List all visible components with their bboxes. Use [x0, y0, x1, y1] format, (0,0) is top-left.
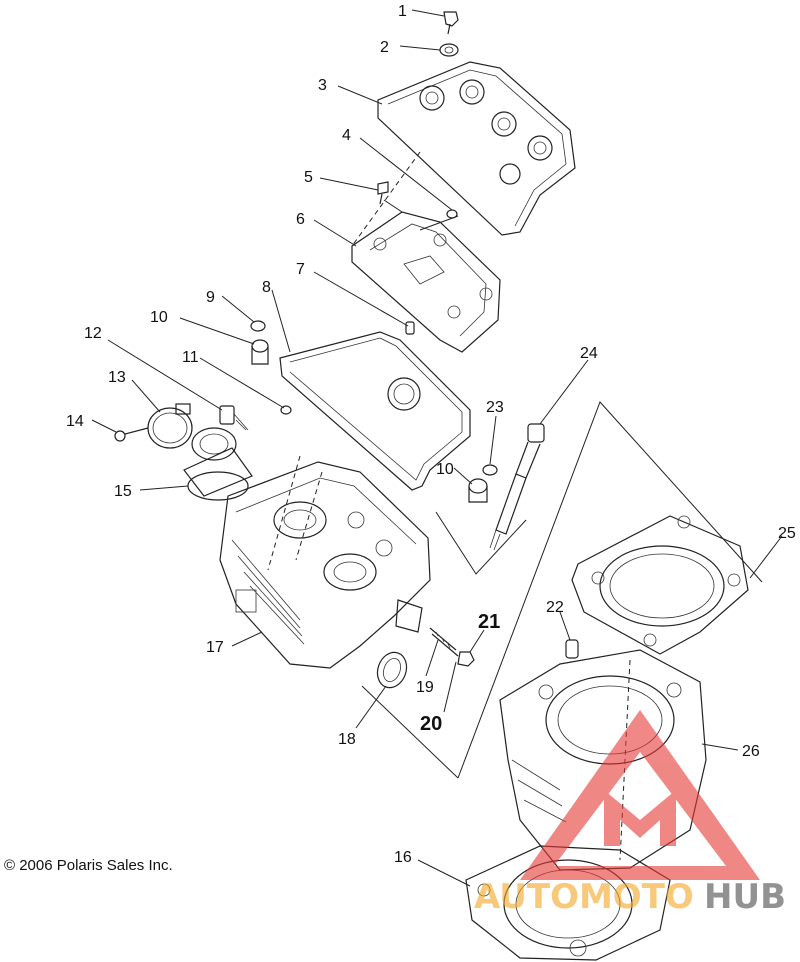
- part-15-intake-boot: [183, 427, 253, 501]
- alignment-lines: [267, 151, 763, 861]
- part-25-head-gasket: [571, 515, 749, 655]
- label-12: 12: [84, 325, 102, 342]
- leader-lines: [91, 9, 783, 887]
- label-26: 26: [742, 743, 760, 760]
- part-3-valve-cover: [377, 61, 576, 236]
- copyright-text: © 2006 Polaris Sales Inc.: [4, 857, 173, 874]
- label-19: 19: [416, 679, 434, 696]
- watermark-text-a: AUTOMOTO: [474, 877, 694, 917]
- part-10-plug-lower: [468, 478, 488, 503]
- label-3: 3: [318, 77, 327, 94]
- part-11-dowel: [280, 405, 292, 415]
- label-5: 5: [304, 169, 313, 186]
- part-6-cam-carrier: [351, 211, 501, 353]
- label-6: 6: [296, 211, 305, 228]
- label-2: 2: [380, 39, 389, 56]
- label-20: 20: [420, 713, 442, 735]
- part-1-bolt: [443, 11, 459, 35]
- label-9: 9: [206, 289, 215, 306]
- part-5-bolt: [377, 181, 389, 205]
- label-1: 1: [398, 3, 407, 20]
- part-24-tensioner: [489, 423, 545, 551]
- watermark-triangle-logo: [520, 710, 760, 880]
- label-14: 14: [66, 413, 84, 430]
- part-10-plug-upper: [251, 339, 269, 365]
- part-labels: 1 2 3 4 5 6 7 8 9 10 11 12 13 14 15 16 1…: [66, 3, 796, 866]
- label-8: 8: [262, 279, 271, 296]
- label-24: 24: [580, 345, 598, 362]
- part-18-gasket-ring: [376, 651, 408, 689]
- part-23-cap: [482, 464, 498, 476]
- label-13: 13: [108, 369, 126, 386]
- part-12-sensor: [219, 405, 249, 431]
- label-16: 16: [394, 849, 412, 866]
- label-10-upper: 10: [150, 309, 168, 326]
- part-2-grommet: [439, 43, 459, 57]
- part-19-stud: [429, 627, 459, 657]
- label-18: 18: [338, 731, 356, 748]
- watermark-inner-mark: [604, 790, 676, 846]
- label-11: 11: [182, 349, 199, 366]
- part-9-cap: [250, 320, 266, 332]
- part-8-cover-gasket: [279, 331, 471, 491]
- label-21: 21: [478, 611, 500, 633]
- label-15: 15: [114, 483, 132, 500]
- label-22: 22: [546, 599, 564, 616]
- label-4: 4: [342, 127, 351, 144]
- part-22-dowel: [565, 639, 579, 659]
- part-17-cylinder-head: [219, 461, 431, 669]
- label-17: 17: [206, 639, 224, 656]
- part-14-screw: [114, 427, 149, 442]
- label-7: 7: [296, 261, 305, 278]
- part-21-nut: [457, 651, 475, 667]
- part-13-clamp: [147, 403, 193, 449]
- label-23: 23: [486, 399, 504, 416]
- label-10-lower: 10: [436, 461, 454, 478]
- watermark-text-b: HUB: [704, 877, 786, 917]
- part-7-dowel: [405, 321, 415, 335]
- label-25: 25: [778, 525, 796, 542]
- automotohub-watermark: AUTOMOTO HUB: [474, 710, 786, 917]
